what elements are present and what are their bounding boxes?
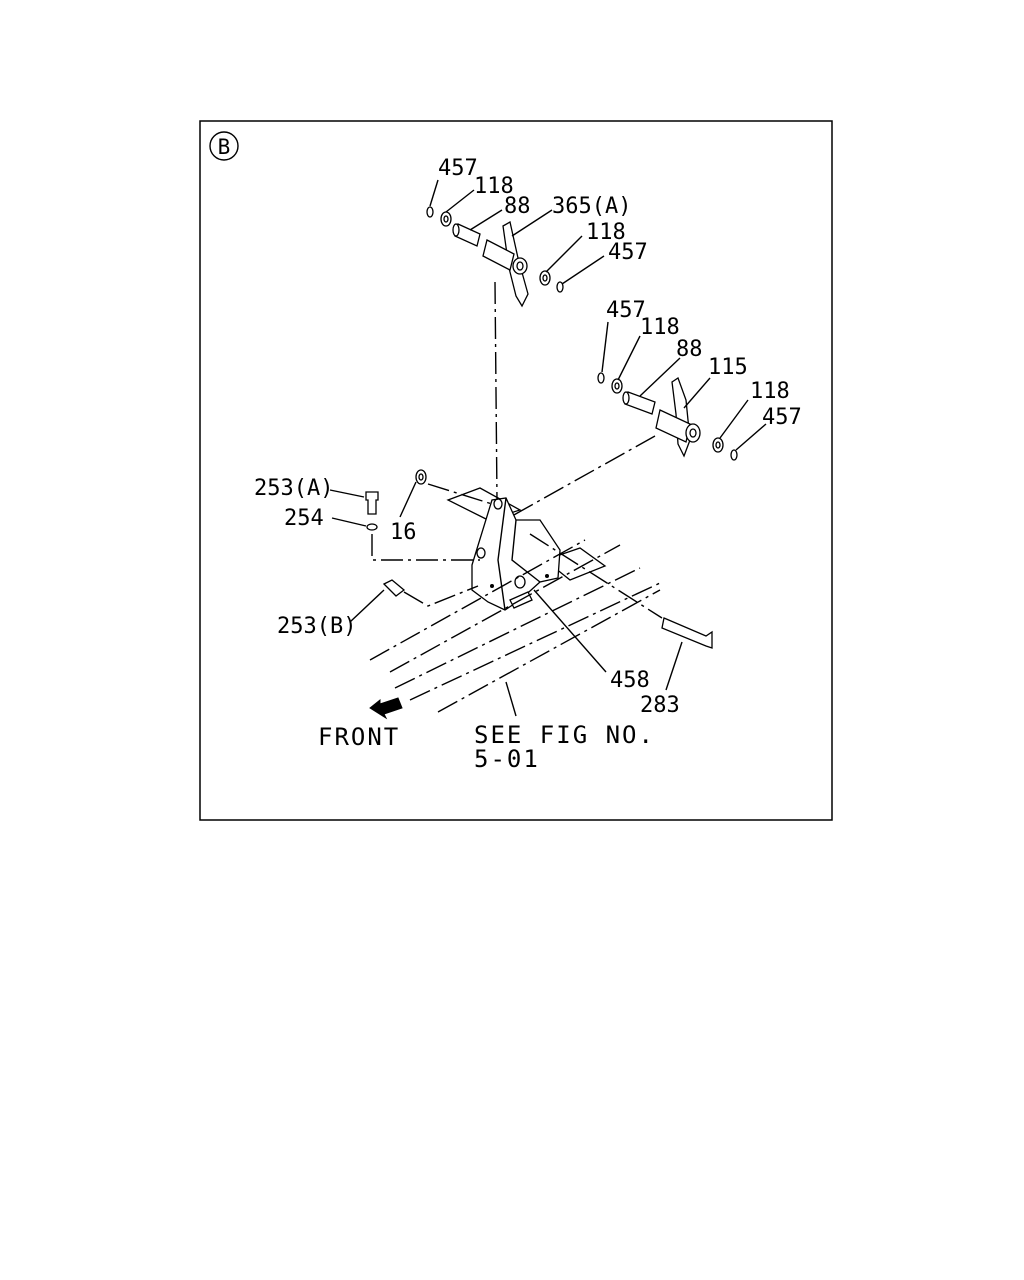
top-shaft-assembly — [426, 206, 564, 308]
callout-253a: 253(A) — [254, 476, 333, 501]
diagram-frame — [199, 120, 833, 821]
callout-253b: 253(B) — [277, 614, 356, 639]
callout-118-mid-left: 118 — [640, 315, 680, 340]
front-arrow-icon — [369, 697, 403, 720]
bolt-253a — [365, 491, 379, 515]
callout-283: 283 — [640, 693, 680, 718]
snap-ring-457-top-right — [556, 281, 564, 293]
callout-365a: 365(A) — [552, 194, 631, 219]
callout-16: 16 — [390, 520, 417, 545]
callout-labels: 457 118 88 365(A) 118 457 457 118 88 115… — [254, 156, 802, 773]
callout-254: 254 — [284, 506, 324, 531]
section-badge: B — [209, 131, 239, 161]
callout-118-mid-right: 118 — [750, 379, 790, 404]
section-badge-letter: B — [218, 135, 231, 159]
middle-shaft-assembly — [597, 372, 738, 461]
callout-458: 458 — [610, 668, 650, 693]
callout-457-top-left: 457 — [438, 156, 478, 181]
callout-118-top-right: 118 — [586, 220, 626, 245]
leader-lines — [329, 179, 767, 717]
see-fig-line2: 5-01 — [474, 745, 540, 773]
assembly-lines — [369, 281, 663, 713]
callout-88-top: 88 — [504, 194, 531, 219]
washer-254 — [366, 523, 378, 531]
see-fig-line1: SEE FIG NO. — [474, 721, 655, 749]
bolt-283 — [661, 617, 713, 649]
bolt-253b — [382, 579, 406, 597]
callout-457-mid-left: 457 — [606, 298, 646, 323]
snap-ring-457-top-left — [426, 206, 434, 218]
bracket-assembly — [365, 469, 713, 649]
callout-457-mid-right: 457 — [762, 405, 802, 430]
snap-ring-457-mid-right — [730, 449, 738, 461]
front-label: FRONT — [318, 723, 400, 751]
callout-115: 115 — [708, 355, 748, 380]
snap-ring-457-mid-left — [597, 372, 605, 384]
callout-118-top-left: 118 — [474, 174, 514, 199]
callout-457-top-right: 457 — [608, 240, 648, 265]
callout-88-mid: 88 — [676, 337, 703, 362]
